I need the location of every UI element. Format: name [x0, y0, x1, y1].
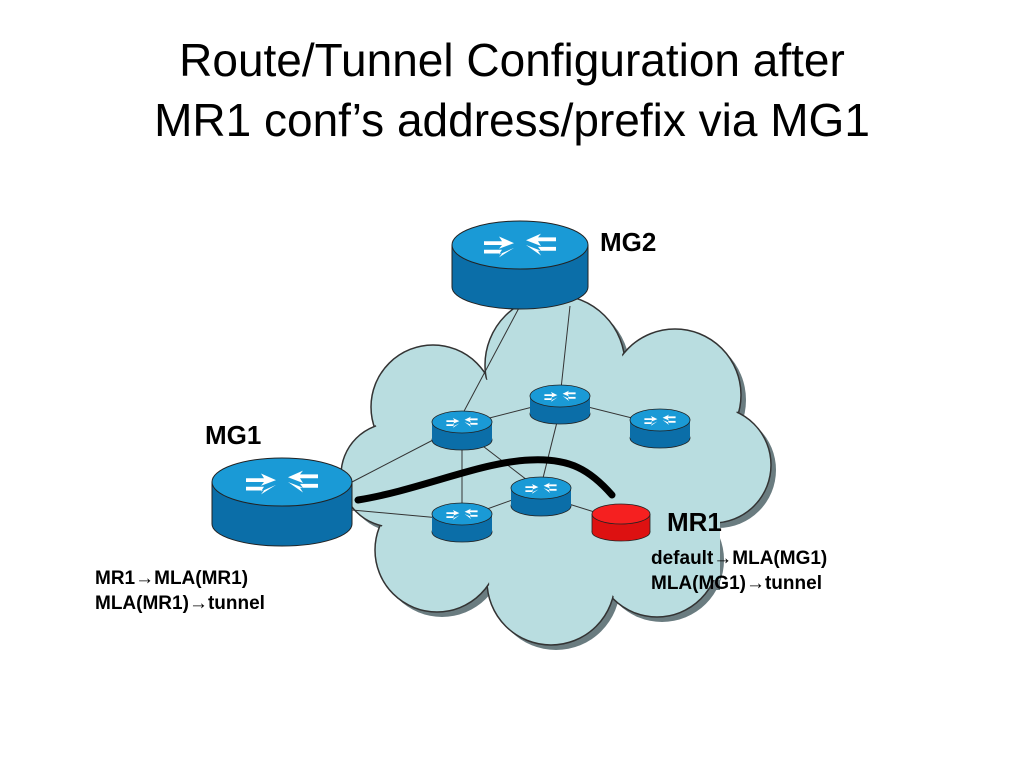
note-text: tunnel: [207, 593, 265, 614]
slide-title: Route/Tunnel Configuration after MR1 con…: [0, 30, 1024, 150]
note-text: MLA(MR1): [95, 593, 189, 614]
tunnel-path: [354, 456, 616, 504]
arrow-icon: →: [745, 573, 765, 594]
note-text: tunnel: [764, 573, 822, 594]
router-icon[interactable]: [529, 384, 591, 425]
node-label-mr1: MR1: [667, 507, 722, 537]
note-text: default: [651, 548, 714, 569]
arrow-icon: →: [135, 568, 155, 589]
note-text: MR1: [95, 568, 136, 589]
node-label-mg1: MG1: [205, 420, 262, 450]
mr1-note-line-2: MLA(MG1)→tunnel: [651, 571, 827, 596]
title-line-1: Route/Tunnel Configuration after: [179, 34, 845, 86]
arrow-icon: →: [188, 593, 208, 614]
note-text: MLA(MR1): [154, 568, 249, 589]
router-icon[interactable]: [629, 408, 691, 449]
router-icon[interactable]: [510, 476, 572, 517]
node-label-mg2: MG2: [600, 227, 657, 257]
mr1-note-line-1: default→MLA(MG1): [651, 546, 827, 571]
mg1-note-line-2: MLA(MR1)→tunnel: [95, 591, 265, 616]
router-icon[interactable]: [431, 502, 493, 543]
arrow-icon: →: [713, 548, 733, 569]
router-icon[interactable]: [431, 410, 493, 451]
mg1-route-notes: MR1→MLA(MR1) MLA(MR1)→tunnel: [95, 566, 265, 616]
mr1-route-notes: default→MLA(MG1) MLA(MG1)→tunnel: [651, 546, 827, 596]
note-text: MLA(MG1): [651, 573, 746, 594]
router-icon[interactable]: [211, 457, 353, 547]
title-line-2: MR1 conf’s address/prefix via MG1: [154, 94, 870, 146]
note-text: MLA(MG1): [732, 548, 828, 569]
mobile-router-icon[interactable]: [591, 503, 651, 542]
mg1-note-line-1: MR1→MLA(MR1): [95, 566, 265, 591]
router-icon[interactable]: [451, 220, 589, 310]
